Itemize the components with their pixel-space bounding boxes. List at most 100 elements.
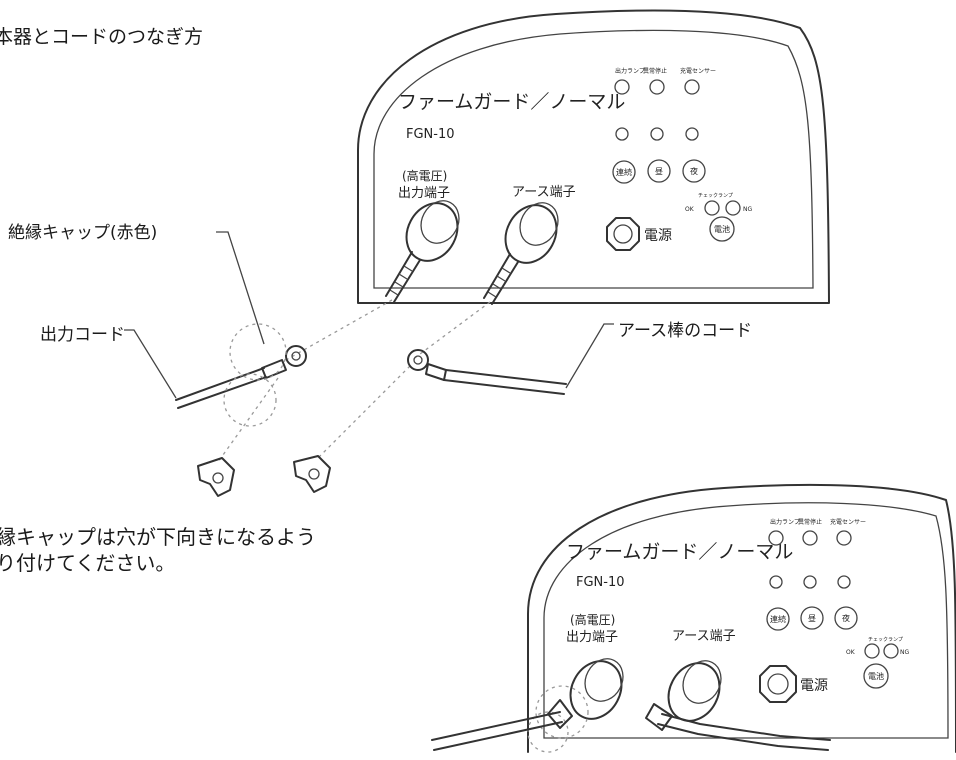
power-switch-inner [613,224,633,244]
mode-button-day [800,606,824,630]
ground-wing-nut [645,703,673,731]
mode-lamp [615,127,629,141]
device-bottom-panel [543,502,949,739]
battery-label: 電池 [868,671,884,681]
output-terminal-label-2: 出力端子 [566,630,618,645]
mode-lamp [650,127,664,141]
output-terminal-bushing-rim [420,200,460,244]
ground-cord-wire [657,713,831,751]
ground-cord-sleeve [425,363,447,381]
power-switch-inner [767,673,789,695]
check-lamp-label: チェックランプ [868,637,903,643]
output-cord-wire [431,711,563,751]
mode-button-continuous-label: 連続 [616,167,632,177]
power-label: 電源 [800,678,828,694]
insulation-cap-outline [527,711,569,753]
wing-nut-body [293,455,331,493]
ground-cord-ring-hole [413,355,423,365]
output-cord-sleeve [261,359,287,379]
mode-button-day [647,159,671,183]
indicator-lamp [649,79,665,95]
power-switch [606,217,640,251]
output-terminal-label-2: 出力端子 [398,186,450,201]
output-terminal-bushing [569,660,623,720]
ok-label: OK [685,206,695,213]
mode-lamp [685,127,699,141]
note-line-2: り付けてください。 [0,551,176,575]
ground-rod-cord [407,349,567,395]
mode-button-continuous [612,160,636,184]
indicator-label-charge-sensor: 充電センサー [680,67,716,75]
output-cord [175,323,307,427]
ground-cord-ring-terminal [407,349,429,371]
insulation-cap-leader [216,231,265,345]
check-lamp-label: チェックランプ [698,193,733,199]
indicator-lamp [768,530,784,546]
wing-nut [293,455,331,493]
wing-nut-body [197,457,235,497]
ng-label: NG [743,206,752,213]
device-bottom-body [527,483,956,753]
output-cord-callout: 出力コード [40,325,125,345]
power-label: 電源 [644,228,672,244]
indicator-label-output-lamp: 出力ランプ [615,67,645,75]
device-top-name: ファームガード／ノーマル [398,91,625,113]
ground-rod-cord-leader [565,323,614,389]
ground-cord-wire [443,369,567,395]
mode-button-continuous-label: 連続 [770,614,786,624]
mode-button-night-label: 夜 [690,166,698,176]
ground-terminal-bushing [504,204,558,264]
device-top-panel [373,29,814,289]
indicator-label-output-lamp: 出力ランプ [770,518,800,526]
ground-terminal-label: アース端子 [512,185,576,200]
ground-terminal-bushing-rim [519,202,559,246]
device-top-body [357,9,830,304]
assembly-guide [217,377,279,463]
indicator-label-charge-sensor: 充電センサー [830,518,866,526]
output-cord-ring-hole [291,351,301,361]
ground-rod-cord-callout: アース棒のコード [618,321,753,341]
mode-button-night [682,159,706,183]
battery-label: 電池 [714,224,730,234]
battery-button [863,663,889,689]
mode-button-day-label: 昼 [808,614,816,623]
device-top: ファームガード／ノーマル FGN-10 出力ランプ 異常停止 充電センサー 連続… [357,9,830,305]
insulation-cap-outline [535,685,589,739]
ok-lamp [864,643,880,659]
insulation-cap-outline [223,373,277,427]
mode-button-night [834,606,858,630]
mode-lamp [769,575,783,589]
ok-label: OK [846,649,856,656]
output-terminal-thread [389,265,413,296]
indicator-lamp [614,79,630,95]
indicator-label-abnormal-stop: 異常停止 [798,518,822,526]
output-terminal-label-1: (高電圧) [402,168,447,183]
output-cord-wire [175,367,267,409]
indicator-label-abnormal-stop: 異常停止 [643,67,667,75]
ground-terminal-thread [487,267,511,298]
assembly-guide [285,299,393,361]
device-bottom-model: FGN-10 [576,575,625,590]
output-cord-leader [124,329,177,399]
wing-nut-hole [308,468,320,480]
output-terminal-label-1: (高電圧) [570,612,615,627]
page-heading: 本器とコードのつなぎ方 [0,26,204,48]
device-bottom: ファームガード／ノーマル FGN-10 出力ランプ 異常停止 充電センサー 連続… [431,483,956,753]
assembly-guide [315,365,411,461]
mode-button-night-label: 夜 [842,613,850,623]
ground-terminal-bushing-rim [682,660,722,704]
assembly-guide [411,301,491,361]
ng-label: NG [900,649,909,656]
mode-lamp [837,575,851,589]
wing-nut-hole [212,472,224,484]
indicator-lamp [836,530,852,546]
output-terminal-bushing-rim [584,658,624,702]
mode-lamp [803,575,817,589]
insulation-cap-outline [229,323,287,381]
indicator-lamp [802,530,818,546]
output-cord-ring-terminal [285,345,307,367]
note-line-1: 縁キャップは穴が下向きになるよう [0,525,316,549]
battery-button [709,216,735,242]
ok-lamp [704,200,720,216]
